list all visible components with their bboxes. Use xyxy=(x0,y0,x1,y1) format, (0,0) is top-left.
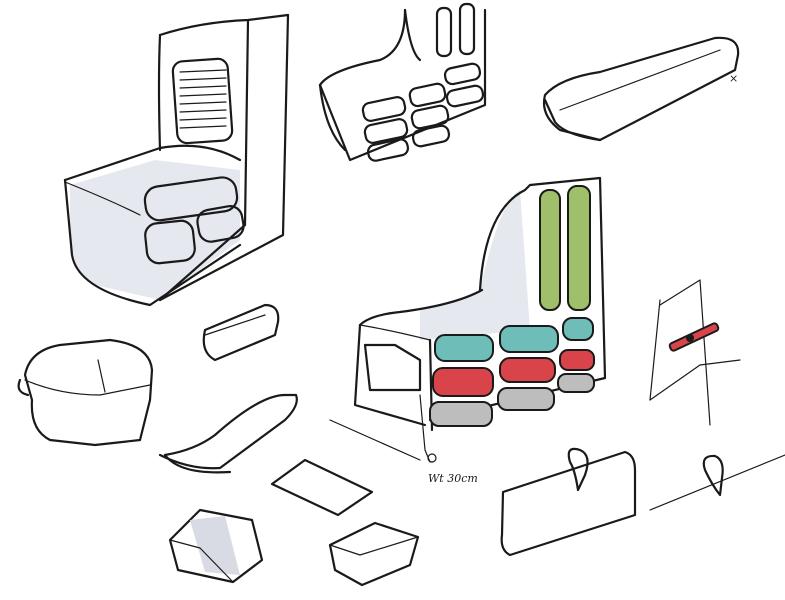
flat-mat xyxy=(270,458,374,517)
small-tray xyxy=(202,303,280,362)
shallow-bin xyxy=(328,521,420,587)
long-tray: × xyxy=(542,36,740,142)
framed-panel-with-handle xyxy=(500,447,637,557)
colored-seat-unit: Wt 30cm xyxy=(329,176,607,485)
seat-unit-with-slatted-back-and-drawers xyxy=(63,13,290,307)
storage-box xyxy=(17,338,154,447)
pivot-bar-detail xyxy=(649,279,741,426)
curved-tray xyxy=(158,393,298,474)
wrapped-box xyxy=(168,508,264,584)
cross-mark: × xyxy=(729,72,738,85)
hinge-detail xyxy=(649,454,785,511)
wall-cabinet-corner-module xyxy=(318,2,487,162)
size-annotation: Wt 30cm xyxy=(428,472,478,485)
